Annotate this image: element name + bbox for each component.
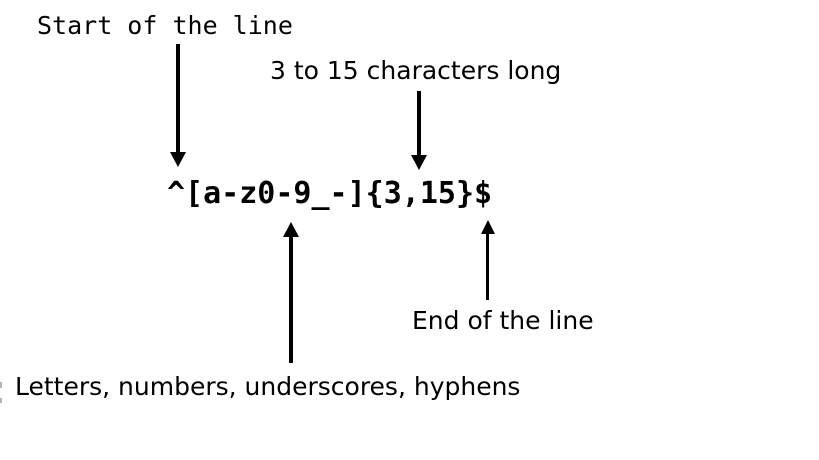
arrow-line: [486, 232, 489, 300]
edge-artifact: [0, 398, 2, 403]
arrow-up-icon: [283, 222, 299, 237]
label-end-of-line: End of the line: [412, 306, 594, 335]
arrow-down-icon: [170, 152, 186, 167]
arrow-line: [417, 91, 421, 155]
arrow-down-icon: [411, 155, 427, 170]
edge-artifact: [0, 382, 2, 388]
regex-pattern: ^[a-z0-9_-]{3,15}$: [167, 176, 493, 211]
label-character-class: Letters, numbers, underscores, hyphens: [15, 372, 521, 401]
arrow-line: [289, 235, 293, 363]
label-length: 3 to 15 characters long: [270, 56, 562, 85]
arrow-line: [176, 44, 180, 152]
label-start-of-line: Start of the line: [37, 11, 293, 40]
arrow-up-icon: [481, 220, 495, 234]
